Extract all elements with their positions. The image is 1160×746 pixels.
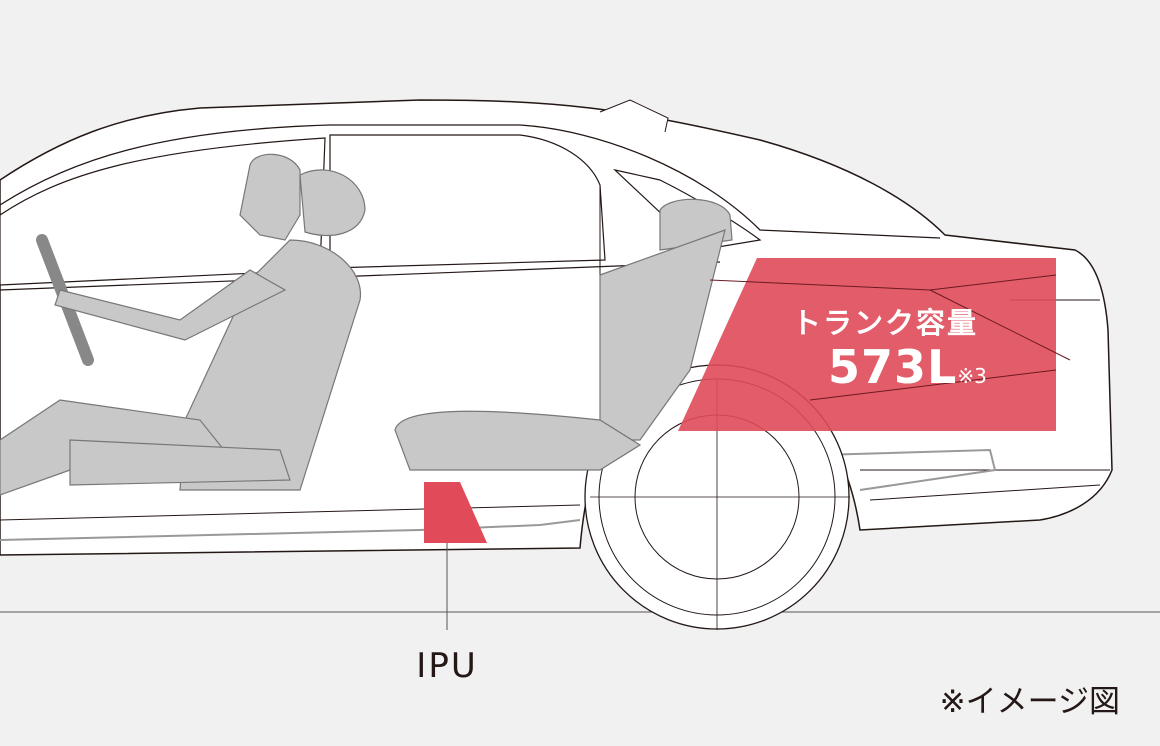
windshield bbox=[0, 137, 326, 286]
rear-seat bbox=[394, 198, 733, 471]
driver-figure bbox=[0, 153, 366, 496]
trunk-capacity-title: トランク容量 bbox=[792, 306, 979, 340]
ipu-block bbox=[424, 482, 487, 543]
antenna bbox=[599, 99, 669, 133]
trunk-capacity-value: 573L※3 bbox=[828, 340, 987, 394]
roof-line bbox=[0, 124, 941, 239]
image-footnote: ※イメージ図 bbox=[939, 684, 1120, 720]
ipu-label: IPU bbox=[416, 646, 478, 686]
trunk-value-text: 573L bbox=[828, 340, 958, 394]
front-window bbox=[329, 134, 606, 269]
trunk-lines bbox=[709, 274, 1071, 401]
rocker-line bbox=[0, 504, 581, 521]
trunk-note: ※3 bbox=[957, 364, 987, 388]
trunk-capacity-area bbox=[678, 258, 1056, 431]
